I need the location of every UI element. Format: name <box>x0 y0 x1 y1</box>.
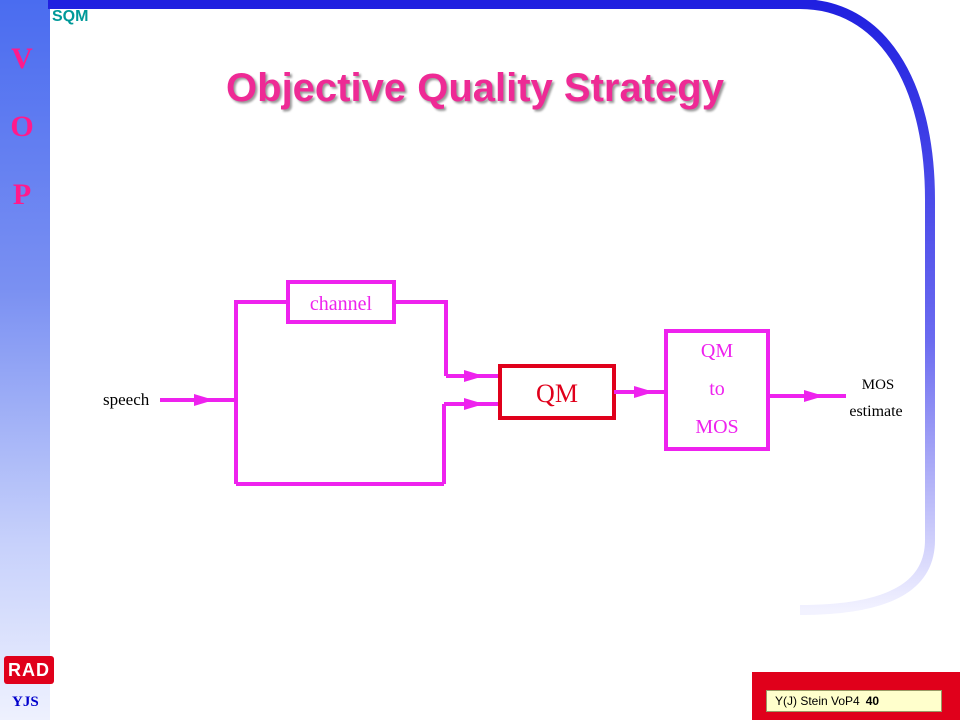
mapper-line-3: MOS <box>695 416 738 438</box>
output-label-2: estimate <box>849 403 902 420</box>
slide-title: Objective Quality Strategy <box>226 66 724 110</box>
vop-letter-o: O <box>10 110 34 143</box>
mapper-line-1: QM <box>701 340 733 362</box>
speech-label: speech <box>103 390 150 409</box>
channel-label: channel <box>310 293 373 315</box>
output-arrow <box>804 390 824 402</box>
footer-text: Y(J) Stein VoP4 <box>775 694 860 708</box>
left-gradient-bar <box>0 0 50 720</box>
qm-box <box>498 364 616 420</box>
vop-letter-v: V <box>11 42 33 75</box>
section-label: SQM <box>52 8 89 25</box>
footer-box: Y(J) Stein VoP4 40 <box>766 690 942 712</box>
top-path-arrow <box>464 370 484 382</box>
output-label-1: MOS <box>862 377 895 393</box>
mapper-box <box>664 329 770 451</box>
mapper-line-2: to <box>709 378 725 400</box>
author-initials: YJS <box>12 694 39 710</box>
frame-curve <box>48 0 935 615</box>
rad-logo: RAD <box>4 656 54 684</box>
qm-to-mapper-arrow <box>634 386 654 398</box>
vop-letter-p: P <box>12 178 32 211</box>
speech-arrow <box>194 394 214 406</box>
channel-box <box>286 280 396 324</box>
bottom-path-arrow <box>464 398 484 410</box>
qm-label: QM <box>536 379 578 408</box>
page-number: 40 <box>865 694 880 708</box>
